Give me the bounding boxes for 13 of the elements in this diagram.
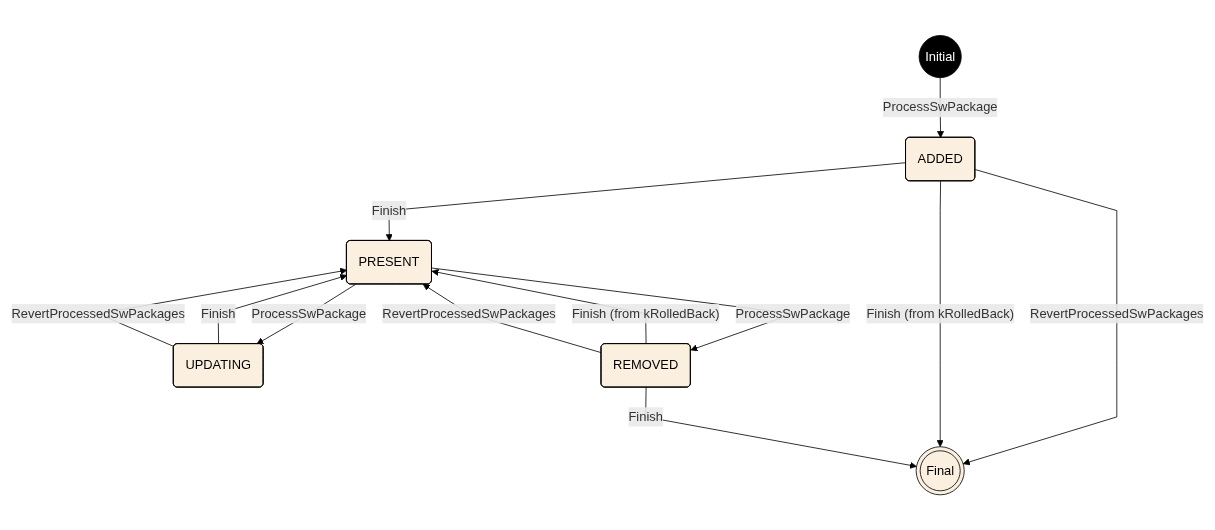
edge-label: RevertProcessedSwPackages <box>382 306 556 321</box>
edge-label: Finish (from kRolledBack) <box>866 306 1014 321</box>
edge-label: Finish <box>628 409 663 424</box>
edge-label: ProcessSwPackage <box>735 306 851 321</box>
edge-label: Finish (from kRolledBack) <box>571 306 720 321</box>
edge-label: Finish <box>371 203 407 217</box>
edge-label: Finish <box>201 306 236 321</box>
edge-label: ProcessSwPackage <box>882 100 998 114</box>
edge-label: ProcessSwPackage <box>251 306 367 321</box>
edge-label: RevertProcessedSwPackages <box>11 306 185 321</box>
node-circle: Final <box>915 446 965 496</box>
node-circle: Initial <box>918 34 962 78</box>
edge-label: RevertProcessedSwPackages <box>1030 306 1204 321</box>
